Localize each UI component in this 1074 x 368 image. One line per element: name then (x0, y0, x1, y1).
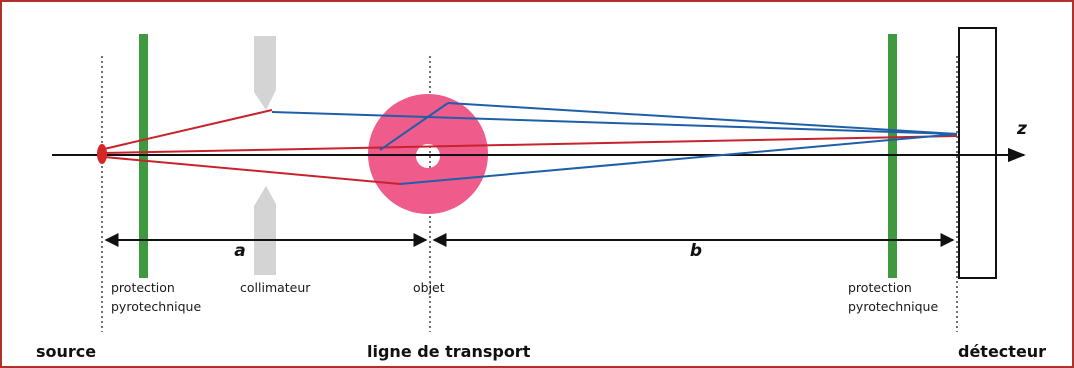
distance-a-label: a (234, 241, 245, 261)
left-protection-label-line2: pyrotechnique (111, 299, 201, 314)
source-label: source (36, 342, 96, 361)
collimator-label: collimateur (240, 280, 311, 295)
distance-b-label: b (690, 241, 702, 261)
axis-z-label: z (1016, 119, 1027, 139)
right-protection-label-line2: pyrotechnique (848, 299, 938, 314)
collimator-lower-jaw (254, 186, 276, 275)
source-point (97, 144, 107, 164)
detector-plate (958, 27, 997, 279)
right-protection-label-line1: protection (848, 280, 912, 295)
transport-line-label: ligne de transport (367, 342, 531, 361)
left-protection-label-line1: protection (111, 280, 175, 295)
detector-label: détecteur (958, 342, 1046, 361)
detector-rays (271, 102, 958, 185)
source-rays (103, 109, 958, 185)
object-label: objet (413, 280, 445, 295)
collimator-upper-jaw (254, 36, 276, 110)
